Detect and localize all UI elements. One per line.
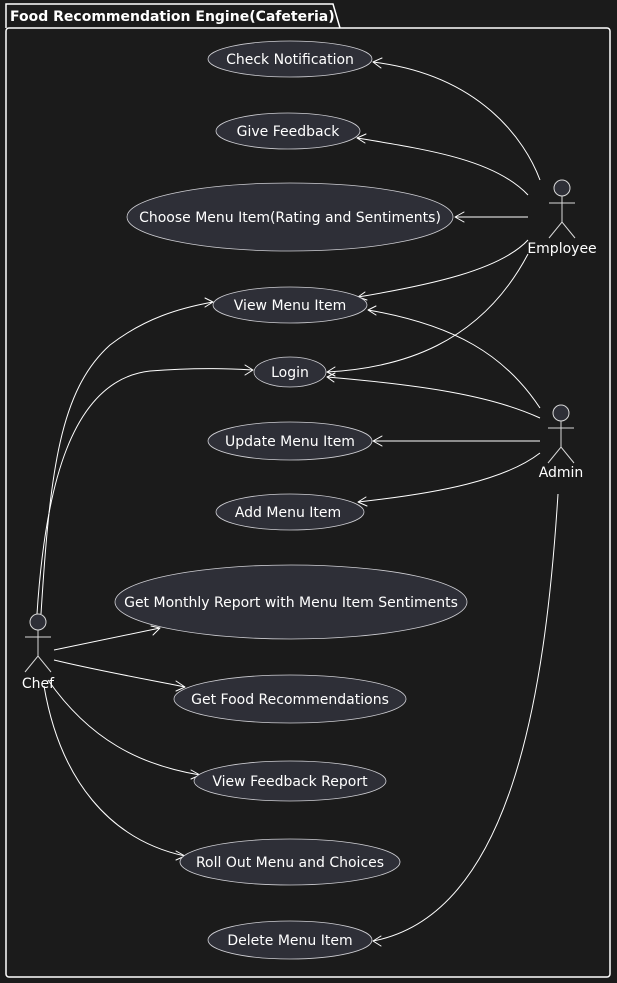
- arrowhead-login-admin: [326, 372, 336, 383]
- use-case-ellipse: [114, 564, 468, 640]
- use-case-ellipse: [253, 356, 327, 388]
- arrowhead-check-notification: [372, 57, 383, 69]
- actor-admin: Admin: [539, 404, 584, 481]
- edge-chef-login: [36, 368, 254, 615]
- use-case-monthly-report: Get Monthly Report with Menu Item Sentim…: [114, 564, 468, 640]
- use-case-roll-out-menu: Roll Out Menu and Choices: [179, 838, 401, 886]
- package-frame: [5, 27, 611, 978]
- use-case-label: View Feedback Report: [212, 774, 368, 790]
- associations: [36, 61, 559, 942]
- edge-employee-login: [326, 253, 529, 373]
- use-case-food-recommendations: Get Food Recommendations: [173, 674, 407, 724]
- use-case-label: View Menu Item: [234, 298, 346, 314]
- package: Food Recommendation Engine(Cafeteria): [5, 3, 611, 978]
- use-case-label: Login: [271, 365, 309, 381]
- use-case-label: Add Menu Item: [235, 505, 341, 521]
- edge-chef-roll-out-menu: [43, 685, 186, 857]
- actor-employee: Employee: [527, 179, 597, 257]
- arrowhead-view-menu-item-admin: [367, 305, 377, 316]
- use-case-give-feedback: Give Feedback: [215, 112, 361, 150]
- use-case-ellipse: [207, 920, 373, 960]
- actor-label: Employee: [527, 241, 596, 257]
- use-case-label: Get Food Recommendations: [191, 692, 389, 708]
- edge-chef-monthly-report: [53, 627, 161, 651]
- use-case-choose-menu-item: Choose Menu Item(Rating and Sentiments): [126, 182, 454, 252]
- use-case-label: Check Notification: [226, 52, 354, 68]
- arrowhead-food-recommendations: [175, 680, 186, 692]
- use-case-label: Delete Menu Item: [227, 933, 352, 949]
- arrowhead-monthly-report: [150, 625, 161, 636]
- use-case-ellipse: [126, 182, 454, 252]
- actor-label: Admin: [539, 465, 584, 481]
- actor-legs: [24, 655, 52, 673]
- use-case-login: Login: [253, 356, 327, 388]
- arrowhead-login-chef: [244, 364, 254, 376]
- use-case-ellipse: [207, 421, 373, 461]
- arrowhead-update-menu-item: [372, 435, 383, 447]
- use-case-ellipse: [212, 286, 368, 324]
- use-case-ellipse: [215, 112, 361, 150]
- edge-admin-login: [326, 376, 541, 419]
- actor-legs: [547, 446, 575, 464]
- arrowhead-choose-menu-item: [454, 211, 465, 223]
- edge-admin-delete-menu-item: [372, 493, 559, 942]
- edge-employee-check-notification: [372, 61, 541, 181]
- actor-head: [553, 179, 571, 197]
- actor-legs: [548, 221, 576, 239]
- arrowhead-view-menu-item-chef: [204, 297, 214, 308]
- use-case-view-menu-item: View Menu Item: [212, 286, 368, 324]
- use-case-label: Update Menu Item: [225, 434, 355, 450]
- arrowhead-add-menu-item: [357, 496, 368, 507]
- edge-employee-give-feedback: [356, 137, 529, 196]
- package-tab: [5, 3, 341, 29]
- arrowhead-give-feedback: [356, 133, 367, 144]
- use-case-ellipse: [207, 40, 373, 78]
- use-case-ellipse: [173, 674, 407, 724]
- use-case-label: Get Monthly Report with Menu Item Sentim…: [124, 595, 458, 611]
- use-case-ellipse: [215, 493, 365, 531]
- use-case-add-menu-item: Add Menu Item: [215, 493, 365, 531]
- edge-employee-view-menu-item: [357, 239, 529, 298]
- use-case-check-notification: Check Notification: [207, 40, 373, 78]
- use-case-ellipse: [193, 760, 387, 802]
- use-case-ellipse: [179, 838, 401, 886]
- edge-chef-view-menu-item: [40, 301, 214, 615]
- actor-head: [552, 404, 570, 422]
- use-case-label: Give Feedback: [237, 124, 341, 140]
- actor-head: [29, 613, 47, 631]
- actor-label: Chef: [22, 676, 55, 692]
- package-title: Food Recommendation Engine(Cafeteria): [10, 9, 335, 25]
- edge-admin-add-menu-item: [357, 452, 541, 503]
- use-case-label: Roll Out Menu and Choices: [196, 855, 384, 871]
- edge-chef-food-recommendations: [53, 659, 186, 688]
- arrowhead-delete-menu-item: [372, 935, 382, 947]
- actor-chef: Chef: [22, 613, 55, 692]
- use-case-update-menu-item: Update Menu Item: [207, 421, 373, 461]
- use-case-label: Choose Menu Item(Rating and Sentiments): [139, 210, 441, 226]
- use-case-delete-menu-item: Delete Menu Item: [207, 920, 373, 960]
- edge-admin-view-menu-item: [367, 309, 541, 409]
- use-cases: Check Notification Give Feedback Choose …: [114, 40, 468, 960]
- use-case-view-feedback-report: View Feedback Report: [193, 760, 387, 802]
- edge-chef-view-feedback-report: [47, 679, 201, 776]
